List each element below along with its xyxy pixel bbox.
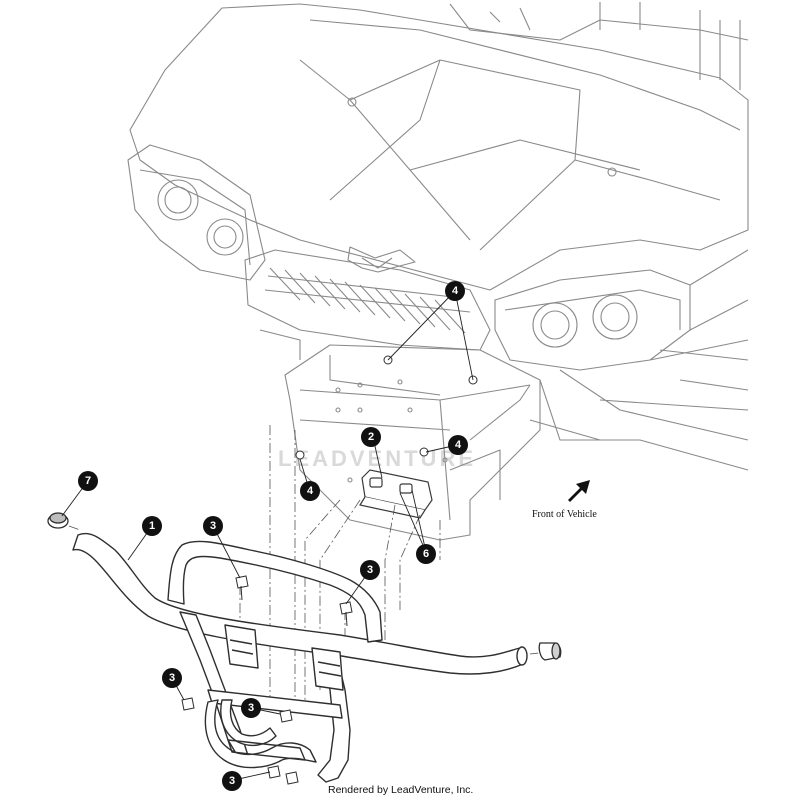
svg-text:3: 3	[248, 702, 254, 714]
callout-4-right: 4	[448, 435, 468, 455]
callout-4-top: 4	[445, 281, 465, 301]
front-direction-arrow-icon	[568, 480, 590, 502]
callout-6: 6	[416, 544, 436, 564]
render-credit: Rendered by LeadVenture, Inc.	[328, 784, 474, 796]
svg-text:3: 3	[169, 672, 175, 684]
vehicle-front-body	[127, 2, 749, 541]
svg-text:3: 3	[210, 520, 216, 532]
callout-1: 1	[142, 516, 162, 536]
svg-text:2: 2	[368, 431, 374, 443]
right-end-cap	[538, 642, 562, 661]
callout-3-bottom: 3	[222, 771, 242, 791]
callout-3-upper-right: 3	[360, 560, 380, 580]
callout-7: 7	[78, 471, 98, 491]
svg-text:4: 4	[307, 485, 314, 497]
callout-3-lower-left: 3	[162, 668, 182, 688]
front-bumper-assembly	[72, 532, 528, 783]
svg-text:3: 3	[367, 564, 373, 576]
callout-3-upper-left: 3	[203, 516, 223, 536]
svg-text:4: 4	[455, 439, 462, 451]
svg-text:7: 7	[85, 475, 91, 487]
left-end-cap	[47, 512, 69, 529]
svg-text:1: 1	[149, 520, 155, 532]
callout-3-lower-middle: 3	[241, 698, 261, 718]
front-of-vehicle-label: Front of Vehicle	[532, 509, 597, 520]
svg-text:6: 6	[423, 548, 429, 560]
callout-2: 2	[361, 427, 381, 447]
svg-text:3: 3	[229, 775, 235, 787]
callout-4-left: 4	[300, 481, 320, 501]
fasteners	[181, 355, 478, 785]
svg-text:4: 4	[452, 285, 459, 297]
mounting-bracket	[359, 469, 433, 519]
